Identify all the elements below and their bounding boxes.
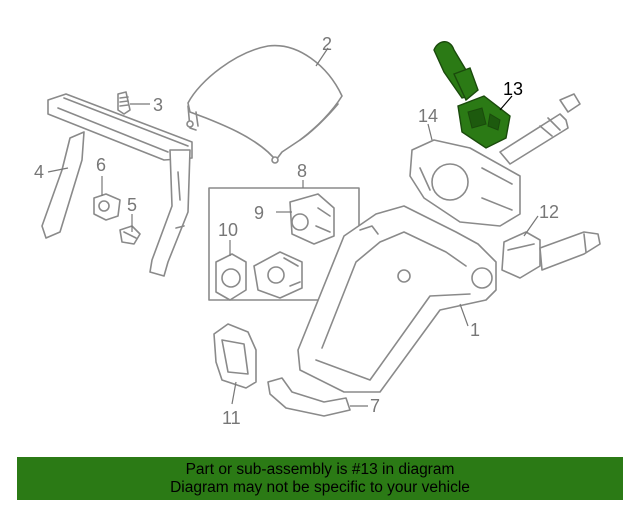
part-4-column-bracket	[41, 93, 193, 277]
callout-label-3: 3	[153, 95, 163, 115]
callout-label-1: 1	[470, 320, 480, 340]
callout-label-9: 9	[254, 203, 264, 223]
callout-label-7: 7	[370, 396, 380, 416]
callout-label-6: 6	[96, 155, 106, 175]
footer-line-1: Part or sub-assembly is #13 in diagram	[185, 461, 455, 478]
callout-label-13: 13	[503, 79, 523, 99]
callout-labels: 2 3 4 6 5 8 9 10 14 12 1 11 7 13	[34, 34, 559, 428]
steering-shaft-wiring	[499, 93, 581, 165]
callout-label-14: 14	[418, 106, 438, 126]
footer-line-2: Diagram may not be specific to your vehi…	[170, 479, 470, 496]
part-10-ignition-switch	[215, 251, 303, 301]
part-13-combination-switch	[433, 41, 511, 149]
part-9-ignition-housing	[289, 193, 335, 245]
callout-label-2: 2	[322, 34, 332, 54]
parts-diagram: 2 3 4 6 5 8 9 10 14 12 1 11 7 13	[34, 34, 601, 428]
part-6-nut	[93, 193, 121, 221]
part-1-lower-shroud	[297, 205, 497, 393]
part-12-wiper-switch	[501, 231, 601, 279]
callout-label-10: 10	[218, 220, 238, 240]
part-11-trim-bezel	[213, 323, 257, 389]
callout-label-11: 11	[222, 408, 241, 428]
part-5-screw	[119, 225, 141, 245]
callout-label-12: 12	[539, 202, 559, 222]
part-7-trim-strip	[267, 377, 351, 417]
part-14-switch-base	[409, 139, 521, 227]
part-2-upper-shroud	[186, 44, 343, 164]
callout-label-5: 5	[127, 195, 137, 215]
callout-label-8: 8	[297, 161, 307, 181]
part-3-bolt	[117, 91, 131, 115]
callout-leaders	[47, 47, 539, 407]
callout-label-4: 4	[34, 162, 44, 182]
footer-banner: Part or sub-assembly is #13 in diagram D…	[17, 457, 623, 500]
